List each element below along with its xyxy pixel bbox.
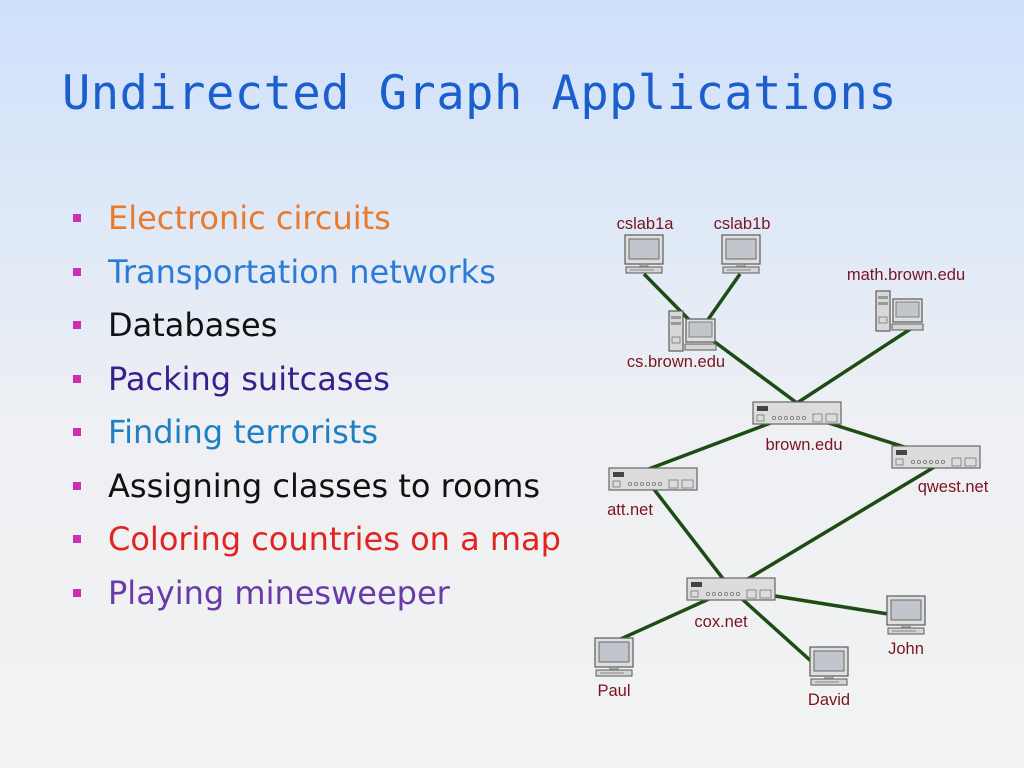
node-cox: cox.net — [686, 577, 776, 631]
node-david: David — [808, 646, 850, 709]
node-cslab1b: cslab1b — [714, 215, 771, 274]
node-label: cslab1b — [714, 215, 771, 233]
square-bullet-icon — [73, 267, 81, 276]
slide-title: Undirected Graph Applications — [62, 66, 898, 121]
bullet-text: Electronic circuits — [108, 199, 391, 237]
node-label: cs.brown.edu — [627, 353, 725, 371]
bullet-item: Finding terrorists — [70, 407, 561, 461]
node-paul: Paul — [594, 637, 634, 700]
node-label: John — [888, 640, 924, 658]
node-brown: brown.edu — [752, 401, 843, 454]
workstation-icon — [809, 646, 849, 686]
node-label: cslab1a — [617, 215, 675, 233]
node-label: cox.net — [694, 613, 748, 631]
square-bullet-icon — [73, 214, 81, 222]
node-cslab1a: cslab1a — [617, 215, 675, 274]
node-label: David — [808, 691, 850, 709]
node-label: Paul — [597, 682, 630, 700]
square-bullet-icon — [73, 481, 81, 490]
square-bullet-icon — [73, 428, 81, 436]
bullet-item: Assigning classes to rooms — [70, 461, 561, 515]
bullet-item: Transportation networks — [70, 247, 561, 301]
router-icon — [752, 401, 842, 425]
square-bullet-icon — [73, 535, 81, 543]
node-label: math.brown.edu — [847, 266, 965, 284]
node-label: brown.edu — [765, 436, 842, 454]
bullet-item: Databases — [70, 300, 561, 354]
edge-math-brown — [796, 326, 913, 405]
node-qwest: qwest.net — [891, 445, 989, 496]
node-math: math.brown.edu — [847, 266, 965, 332]
edge-cox-david — [729, 587, 814, 664]
node-att: att.net — [607, 467, 698, 519]
bullet-text: Packing suitcases — [108, 359, 390, 398]
router-icon — [686, 577, 776, 601]
bullet-item: Playing minesweeper — [70, 568, 561, 622]
bullet-text: Transportation networks — [108, 252, 496, 291]
bullet-item: Coloring countries on a map — [70, 514, 561, 568]
node-label: qwest.net — [918, 478, 989, 496]
workstation-icon — [624, 234, 664, 274]
bullet-text: Databases — [108, 306, 278, 344]
square-bullet-icon — [73, 588, 81, 597]
bullet-text: Finding terrorists — [108, 413, 379, 451]
square-bullet-icon — [73, 374, 81, 383]
router-icon — [891, 445, 981, 469]
bullet-text: Coloring countries on a map — [108, 520, 561, 558]
node-cs: cs.brown.edu — [627, 310, 725, 371]
router-icon — [608, 467, 698, 491]
bullet-text: Assigning classes to rooms — [108, 466, 541, 505]
edge-cs-brown — [698, 329, 799, 405]
edge-att-cox — [651, 486, 733, 591]
node-label: att.net — [607, 501, 653, 519]
workstation-icon — [886, 595, 926, 635]
bullet-item: Packing suitcases — [70, 354, 561, 408]
workstation-icon — [594, 637, 634, 677]
square-bullet-icon — [73, 321, 81, 329]
workstation-icon — [721, 234, 761, 274]
edge-qwest-cox — [730, 464, 937, 591]
bullet-item: Electronic circuits — [70, 193, 561, 247]
server-tower-icon — [875, 290, 924, 332]
bullet-text: Playing minesweeper — [108, 573, 450, 612]
node-john: John — [886, 595, 926, 658]
